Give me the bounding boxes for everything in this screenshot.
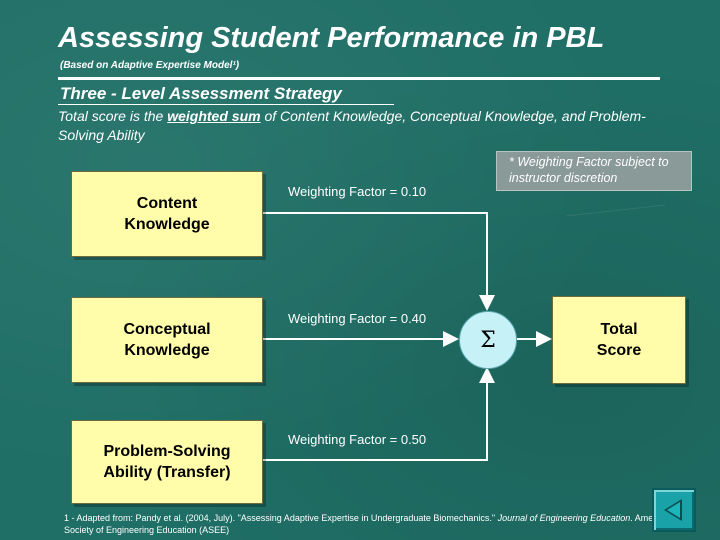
section-underline [58, 104, 394, 105]
footnote-text: 1 - Adapted from: Pandy et al. (2004, Ju… [64, 513, 498, 523]
sigma-icon: Σ [480, 327, 496, 353]
connector-problem [262, 367, 495, 461]
weight-problem: Weighting Factor = 0.50 [288, 432, 427, 447]
conceptual-knowledge-label: Conceptual Knowledge [123, 321, 211, 359]
summation-node: Σ [459, 311, 517, 369]
problem-solving-box: Problem-Solving Ability (Transfer) [71, 420, 263, 504]
conceptual-knowledge-box: Conceptual Knowledge [71, 297, 263, 383]
description-emphasis: weighted sum [167, 108, 261, 124]
footnote-text-rest: . American Society of Engineering Educat… [64, 513, 673, 535]
content-knowledge-label: Content Knowledge [124, 195, 210, 233]
back-nav-button[interactable] [652, 488, 696, 532]
slide-subtitle: (Based on Adaptive Expertise Model¹) [60, 60, 240, 71]
weighting-note: * Weighting Factor subject to instructor… [496, 151, 692, 191]
total-score-label: Total Score [596, 321, 642, 359]
decor-line [565, 204, 666, 217]
description-text: Total score is the [58, 108, 168, 124]
section-heading: Three - Level Assessment Strategy [60, 84, 342, 103]
description: Total score is the weighted sum of Conte… [58, 107, 688, 145]
description-text-rest: of Content Knowledge, Conceptual Knowled… [58, 108, 646, 143]
weight-content: Weighting Factor = 0.10 [288, 184, 427, 199]
content-knowledge-box: Content Knowledge [71, 171, 263, 257]
connector-content [262, 212, 495, 311]
problem-solving-label: Problem-Solving Ability (Transfer) [103, 443, 231, 481]
footnote: 1 - Adapted from: Pandy et al. (2004, Ju… [64, 512, 704, 536]
title-divider [58, 77, 660, 80]
slide-title: Assessing Student Performance in PBL [58, 22, 605, 54]
footnote-journal: Journal of Engineering Education [497, 513, 631, 523]
weight-conceptual: Weighting Factor = 0.40 [288, 311, 427, 326]
back-triangle-icon [664, 499, 682, 521]
total-score-box: Total Score [552, 296, 686, 384]
